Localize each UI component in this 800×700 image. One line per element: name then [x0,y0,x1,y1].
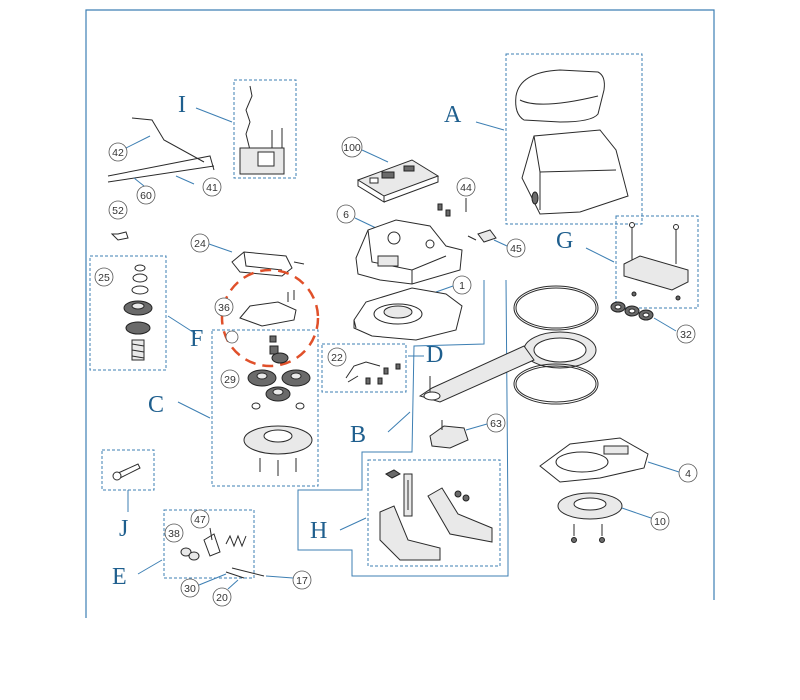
pin-17 [231,567,265,577]
group-e: 38 47 E [112,509,255,590]
callout-41: 41 [206,182,218,194]
callout-4: 4 [685,468,691,480]
ring-seal-upper [513,285,599,331]
callout-29: 29 [224,374,236,386]
callout-47: 47 [194,514,206,526]
group-c-box [211,329,319,487]
base-plate: 1 [353,275,472,341]
highlight-circle [220,268,320,368]
group-d-box [321,343,407,393]
callout-42: 42 [112,147,124,159]
callout-22: 22 [331,352,343,364]
callout-25: 25 [98,272,110,284]
callout-6: 6 [343,209,349,221]
disc-10: 10 [557,492,670,543]
cover-plate-4: 4 [539,437,698,483]
group-label-d: D [426,342,443,368]
screw-44: 44 [437,177,476,217]
group-c: 29 C [148,329,319,487]
callout-100: 100 [343,142,361,154]
lower-cover [521,129,629,215]
group-i-box [233,79,297,179]
ring-seal-lower [513,363,599,405]
group-g-box [615,215,699,309]
top-cover [515,69,605,123]
cable-set: 42 41 60 [107,117,222,205]
callout-63: 63 [490,418,502,430]
callout-1: 1 [459,280,465,292]
callout-44: 44 [460,182,472,194]
group-a: A [444,53,643,225]
group-h: H [310,459,501,567]
washers-32: 32 [610,301,696,344]
diagram-frame [85,9,715,618]
connector-45: 45 [467,229,526,258]
group-j: J [101,449,155,542]
pin-20 [225,571,245,579]
callout-20: 20 [216,592,228,604]
group-label-c: C [148,392,164,418]
callout-10: 10 [654,516,666,528]
group-label-b: B [350,422,366,448]
control-board: 100 [341,136,440,203]
group-i: I [178,79,297,179]
cable-42 [131,117,205,163]
callout-60: 60 [140,190,152,202]
callout-32: 32 [680,329,692,341]
pins: 30 17 20 [180,567,312,607]
bent-arm [427,487,493,543]
group-label-a: A [444,102,462,128]
group-label-g: G [556,228,573,254]
cam-63: 63 [429,413,506,449]
group-f: 25 F [89,255,203,371]
group-h-box [367,459,501,567]
highlight-part-36: 36 [214,268,320,368]
motor-housing: 6 [336,204,463,285]
callout-24: 24 [194,238,206,250]
cable-41 [107,155,215,177]
wire-harness [245,85,253,151]
callout-45: 45 [510,243,522,255]
group-label-e: E [112,564,127,590]
callout-36: 36 [218,302,230,314]
group-label-f: F [190,326,203,352]
group-e-box [163,509,255,579]
group-g: G [556,215,699,309]
group-f-box [89,255,167,371]
group-label-i: I [178,92,186,118]
callout-17: 17 [296,575,308,587]
callout-52: 52 [112,205,124,217]
callout-30: 30 [184,583,196,595]
group-label-j: J [119,516,128,542]
clip-52: 52 [108,200,129,241]
callout-38: 38 [168,528,180,540]
motor-24: 24 [190,233,305,277]
group-d: 22 D [321,342,443,393]
cable-60 [107,165,215,183]
group-b: B [297,279,599,577]
group-label-h: H [310,518,327,544]
group-a-box [505,53,643,225]
group-b-outline [297,279,509,577]
